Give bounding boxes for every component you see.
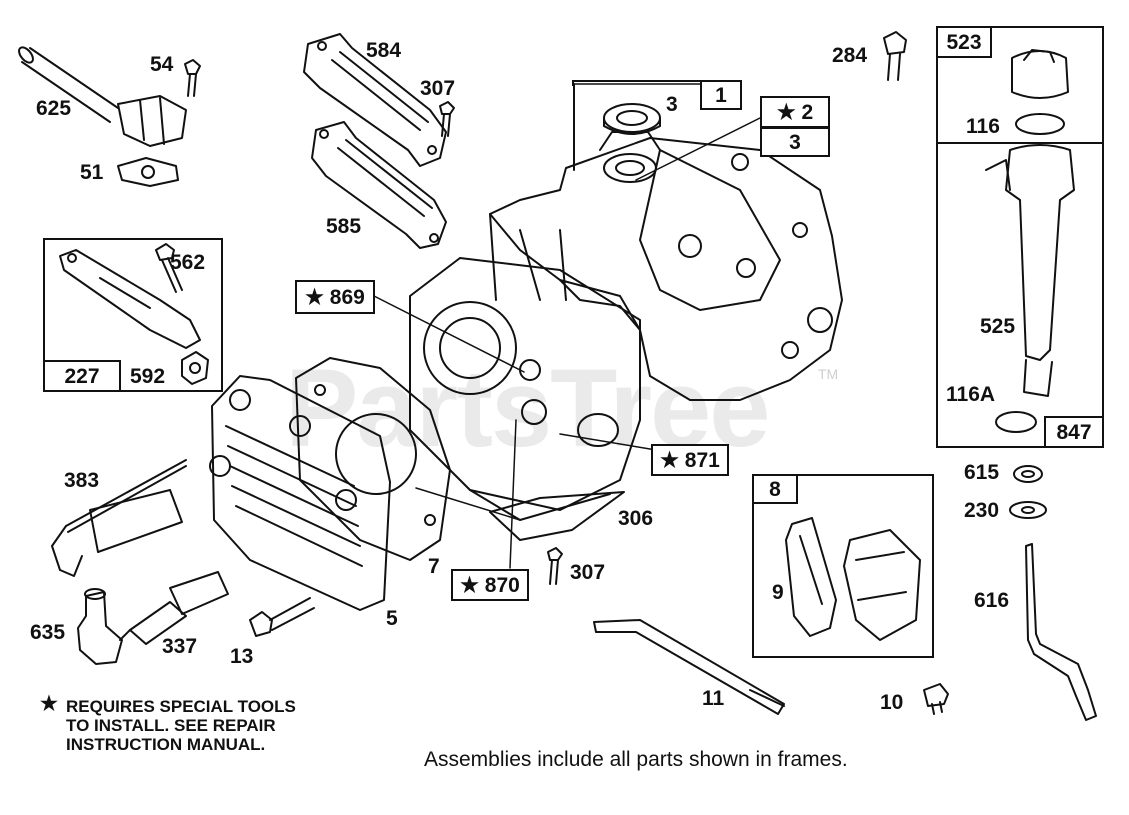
part-635-boot-drawing <box>77 588 123 665</box>
part-615-seal-drawing <box>1013 465 1043 483</box>
part-116-ring-drawing <box>1015 113 1065 135</box>
callout-525[interactable]: 525 <box>980 315 1016 338</box>
callout-337[interactable]: 337 <box>162 635 198 658</box>
special-tools-note: REQUIRES SPECIAL TOOLS TO INSTALL. SEE R… <box>66 697 296 754</box>
callout-306[interactable]: 306 <box>618 507 654 530</box>
part-11-rod-drawing <box>593 619 785 715</box>
part-337-spark-plug-drawing <box>119 571 229 645</box>
callout-3-boxed[interactable]: 3 <box>760 127 830 157</box>
part-307-bolt-drawing <box>439 101 455 137</box>
callout-307-upper[interactable]: 307 <box>420 77 456 100</box>
callout-54[interactable]: 54 <box>150 53 174 76</box>
frame-227-assembly <box>43 238 223 392</box>
part-383-tool-drawing <box>51 459 187 577</box>
callout-5[interactable]: 5 <box>386 607 398 630</box>
assemblies-footer: Assemblies include all parts shown in fr… <box>424 748 848 771</box>
callout-13[interactable]: 13 <box>230 645 254 668</box>
callout-523[interactable]: 523 <box>936 26 992 58</box>
part-306-gasket-drawing <box>489 491 625 541</box>
callout-1[interactable]: 1 <box>700 80 742 110</box>
part-9-gasket-drawing <box>785 517 837 637</box>
callout-10[interactable]: 10 <box>880 691 904 714</box>
callout-616[interactable]: 616 <box>974 589 1010 612</box>
part-10-plug-drawing <box>923 683 949 715</box>
part-592-nut-drawing <box>181 351 209 385</box>
watermark-tm: TM <box>818 366 839 382</box>
note-line-1: REQUIRES SPECIAL TOOLS <box>66 697 296 716</box>
callout-116[interactable]: 116 <box>966 115 1000 138</box>
callout-230[interactable]: 230 <box>964 499 1000 522</box>
callout-227[interactable]: 227 <box>43 360 121 392</box>
part-230-washer-drawing <box>1009 501 1047 519</box>
callout-592[interactable]: 592 <box>130 365 166 388</box>
part-523-cap-drawing <box>1011 49 1069 99</box>
part-breather-cover-drawing <box>843 529 921 641</box>
callout-7[interactable]: 7 <box>428 555 440 578</box>
callout-307-lower[interactable]: 307 <box>570 561 606 584</box>
callout-847[interactable]: 847 <box>1044 416 1104 448</box>
star-icon: ★ <box>40 693 58 715</box>
part-307-lower-bolt-drawing <box>547 547 563 585</box>
callout-869[interactable]: ★ 869 <box>295 280 375 314</box>
callout-51[interactable]: 51 <box>80 161 104 184</box>
callout-2[interactable]: ★ 2 <box>760 96 830 128</box>
callout-116a[interactable]: 116A <box>946 383 996 406</box>
part-3-oil-seal-drawing <box>603 103 661 135</box>
callout-9[interactable]: 9 <box>772 581 784 604</box>
callout-870[interactable]: ★ 870 <box>451 569 529 601</box>
frame-8-assembly <box>752 474 934 658</box>
frame-523-subassembly <box>936 26 1104 144</box>
part-284-bolt-drawing <box>883 31 907 81</box>
callout-584[interactable]: 584 <box>366 39 402 62</box>
callout-625[interactable]: 625 <box>36 97 72 120</box>
leader-lines <box>373 83 761 569</box>
part-5-cylinder-head-drawing <box>209 375 391 611</box>
note-line-3: INSTRUCTION MANUAL. <box>66 735 266 754</box>
callout-11[interactable]: 11 <box>702 687 725 710</box>
part-7-head-gasket-drawing <box>295 357 451 561</box>
callout-383[interactable]: 383 <box>64 469 100 492</box>
frame-1-assembly <box>572 80 742 86</box>
part-585-gasket-drawing <box>311 121 447 249</box>
part-625-tube-drawing <box>18 46 187 147</box>
part-562-screw-drawing <box>155 243 183 293</box>
part-116a-ring-drawing <box>995 411 1037 433</box>
part-584-gasket-drawing <box>303 33 447 167</box>
part-525-tube-drawing <box>985 144 1075 397</box>
part-51-gasket-drawing <box>117 157 179 187</box>
callout-562[interactable]: 562 <box>170 251 206 274</box>
callout-615[interactable]: 615 <box>964 461 1000 484</box>
callout-284[interactable]: 284 <box>832 44 868 67</box>
part-616-lever-drawing <box>1025 543 1097 721</box>
callout-635[interactable]: 635 <box>30 621 66 644</box>
part-54-bolt-drawing <box>184 59 201 97</box>
part-13-bolt-drawing <box>249 597 315 637</box>
callout-585[interactable]: 585 <box>326 215 362 238</box>
callout-871[interactable]: ★ 871 <box>651 444 729 476</box>
callout-8[interactable]: 8 <box>752 474 798 504</box>
callout-3[interactable]: 3 <box>666 93 678 116</box>
note-line-2: TO INSTALL. SEE REPAIR <box>66 716 276 735</box>
part-227-bracket-drawing <box>59 249 201 349</box>
